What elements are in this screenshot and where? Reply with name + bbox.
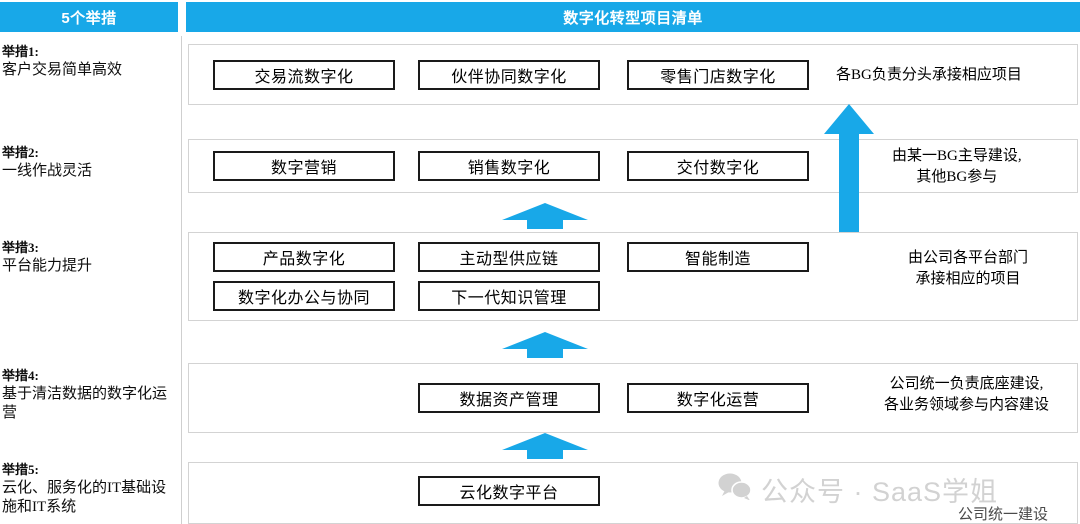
measure-number-5: 举措5: (2, 462, 39, 477)
row-note-2-line1: 由某一BG主导建设, (892, 148, 1022, 164)
project-box-smart-manufacturing[interactable]: 智能制造 (627, 242, 809, 272)
header-right-title: 数字化转型项目清单 (186, 2, 1080, 32)
project-box-retail-store[interactable]: 零售门店数字化 (627, 60, 809, 90)
measure-label-3: 举措3: 平台能力提升 (2, 240, 178, 276)
measure-label-5: 举措5: 云化、服务化的IT基础设施和IT系统 (2, 462, 178, 517)
measure-number-4: 举措4: (2, 368, 39, 383)
row-panel-5 (188, 462, 1078, 524)
project-box-transaction-flow[interactable]: 交易流数字化 (213, 60, 395, 90)
measure-number-3: 举措3: (2, 240, 39, 255)
project-box-digital-operations[interactable]: 数字化运营 (627, 383, 809, 413)
project-box-data-asset-management[interactable]: 数据资产管理 (418, 383, 600, 413)
measure-label-4: 举措4: 基于清洁数据的数字化运营 (2, 368, 178, 423)
row-note-5: 公司统一建设 (958, 507, 1049, 523)
tall-up-arrow-icon-platform-uplift (824, 104, 874, 237)
measure-text-2: 一线作战灵活 (2, 162, 93, 179)
row-note-3-line1: 由公司各平台部门 (908, 250, 1029, 266)
column-divider (181, 36, 182, 524)
project-box-sales-digital[interactable]: 销售数字化 (418, 151, 600, 181)
measure-label-1: 举措1: 客户交易简单高效 (2, 44, 178, 80)
measure-label-2: 举措2: 一线作战灵活 (2, 145, 178, 181)
project-box-product-digital[interactable]: 产品数字化 (213, 242, 395, 272)
row-note-2: 由某一BG主导建设, 其他BG参与 (892, 146, 1022, 187)
project-box-digital-marketing[interactable]: 数字营销 (213, 151, 395, 181)
project-box-next-gen-knowledge[interactable]: 下一代知识管理 (418, 281, 600, 311)
measure-text-3: 平台能力提升 (2, 257, 93, 274)
header-left-title: 5个举措 (0, 2, 178, 32)
up-arrow-icon-row5-to-row4 (500, 433, 590, 459)
row-note-3-line2: 承接相应的项目 (915, 270, 1021, 287)
row-note-2-line2: 其他BG参与 (916, 168, 998, 185)
row-note-4: 公司统一负责底座建设, 各业务领域参与内容建设 (884, 374, 1049, 415)
measure-number-1: 举措1: (2, 44, 39, 59)
measure-text-1: 客户交易简单高效 (2, 61, 123, 78)
project-box-proactive-supply-chain[interactable]: 主动型供应链 (418, 242, 600, 272)
row-note-4-line2: 各业务领域参与内容建设 (884, 396, 1050, 413)
up-arrow-icon-row3-to-row2 (500, 203, 590, 229)
project-box-cloud-digital-platform[interactable]: 云化数字平台 (418, 476, 600, 506)
project-box-partner-collaboration[interactable]: 伙伴协同数字化 (418, 60, 600, 90)
measure-text-4: 基于清洁数据的数字化运营 (2, 385, 168, 421)
row-note-3: 由公司各平台部门 承接相应的项目 (908, 248, 1028, 289)
row-note-4-line1: 公司统一负责底座建设, (889, 376, 1044, 392)
measure-text-5: 云化、服务化的IT基础设施和IT系统 (2, 479, 167, 515)
project-box-delivery-digital[interactable]: 交付数字化 (627, 151, 809, 181)
up-arrow-icon-row4-to-row3 (500, 332, 590, 358)
project-box-digital-office[interactable]: 数字化办公与协同 (213, 281, 395, 311)
measure-number-2: 举措2: (2, 145, 39, 160)
row-note-1: 各BG负责分头承接相应项目 (836, 67, 1022, 83)
